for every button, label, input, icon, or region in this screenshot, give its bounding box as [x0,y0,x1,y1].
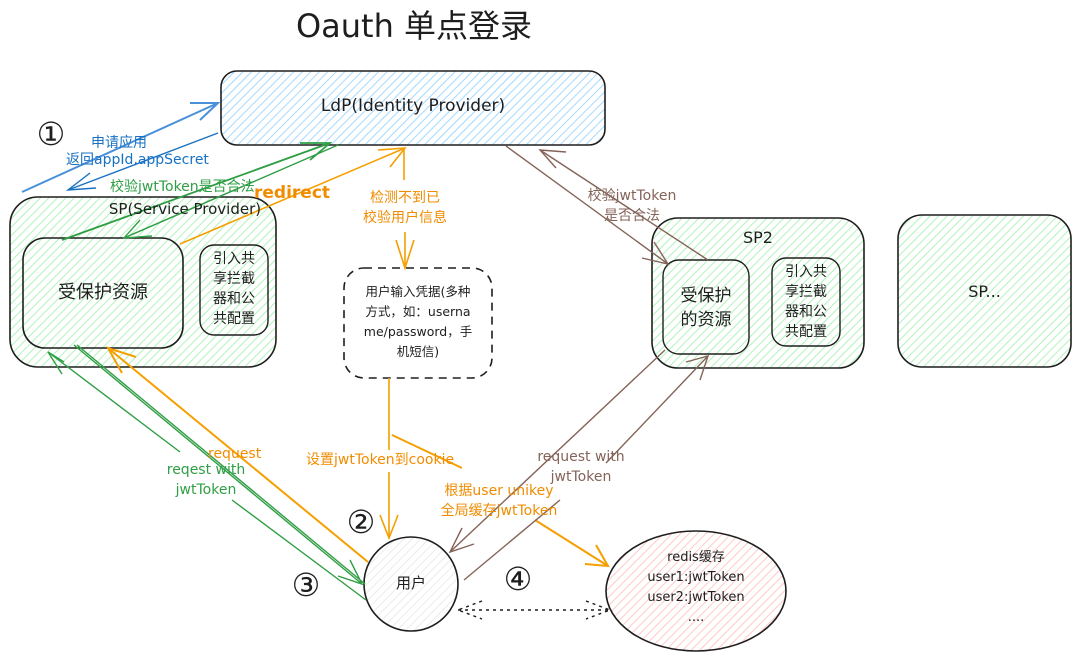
arrow-credentials-to-user [379,378,399,541]
credentials-line: me/password，手 [363,324,473,339]
page-title: Oauth 单点登录 [295,7,533,45]
step-1-badge: ① [36,115,66,153]
label-redirect: redirect [254,183,331,203]
arrow-verify-sp2 [505,145,709,266]
arrow-return-app [65,132,219,191]
label-set-cookie: 设置jwtToken到cookie [306,452,455,468]
sp2-resource-label: 受保护 的资源 [663,284,749,332]
credentials-line: 方式，如：userna [365,304,471,319]
sp-more-label: SP... [968,282,1001,301]
idp-box[interactable] [220,70,606,146]
label-not-verified-line: 校验用户信息 [363,210,447,226]
sp2-resource-box[interactable] [662,259,750,355]
sp1-interceptor-line: 器和公 [213,291,255,307]
sp-more-box[interactable] [897,214,1072,368]
step-2-badge: ② [346,503,376,541]
redis-line: user1:jwtToken [647,570,745,585]
label-cache-line: 全局缓存jwtToken [440,503,558,519]
label-apply: 申请应用 [91,135,147,151]
idp-label: LdP(Identity Provider) [320,96,506,116]
arrow-user-redis [456,600,612,620]
sp1-interceptor-label: 引入共 享拦截 器和公 共配置 [200,249,268,329]
sp1-interceptor-box[interactable] [199,244,269,336]
label-not-verified: 检测不到已 校验用户信息 [345,188,465,228]
label-not-verified-line: 检测不到已 [370,190,440,206]
arrow-redirect [179,147,407,245]
label-verify-sp2: 校验jwtToken 是否合法 [574,186,690,226]
sp1-resource-label: 受保护资源 [58,282,148,303]
label-cache: 根据user unikey 全局缓存jwtToken [428,481,570,521]
arrow-request-with-token-sp1 [47,344,367,601]
step-4-badge: ④ [503,560,533,598]
arrow-request-with-token-sp2 [448,349,710,581]
sp2-resource-line: 受保护 [680,286,732,306]
label-request-sp1-line: reqest with [166,462,246,478]
sp1-interceptor-line: 引入共 [213,251,255,267]
sp2-interceptor-line: 引入共 [785,264,827,280]
sp2-interceptor-box[interactable] [771,257,841,347]
sp2-interceptor-label: 引入共 享拦截 器和公 共配置 [772,262,840,342]
credentials-box[interactable] [343,267,493,379]
label-request-sp1-line: jwtToken [175,482,237,498]
label-request-sp2-line: request with [537,449,625,465]
arrow-verify-sp1-down [122,144,339,239]
arrow-to-credentials [395,150,415,271]
sp2-label: SP2 [743,228,773,247]
label-cache-line: 根据user unikey [444,483,554,499]
sp1-interceptor-line: 享拦截 [213,271,255,287]
sp2-interceptor-line: 器和公 [785,304,827,320]
arrow-cache [391,434,610,568]
label-request-with-token-sp2: request with jwtToken [526,447,636,487]
credentials-line: 用户输入凭据(多种 [365,284,471,299]
label-request: request [208,446,262,462]
arrow-apply [21,102,221,193]
redis-label: redis缓存 user1:jwtToken user2:jwtToken ..… [606,548,786,628]
label-request-with-token-sp1: reqest with jwtToken [158,460,254,500]
label-request-sp2-line: jwtToken [550,469,612,485]
sp2-interceptor-line: 共配置 [785,324,827,340]
redis-node[interactable] [605,530,787,652]
credentials-label: 用户输入凭据(多种 方式，如：userna me/password，手 机短信) [344,282,492,362]
redis-line: user2:jwtToken [647,590,745,605]
redis-line: redis缓存 [667,550,725,565]
sp1-interceptor-line: 共配置 [213,311,255,327]
sp2-resource-line: 的资源 [680,310,732,330]
user-label: 用户 [395,574,426,592]
credentials-line: 机短信) [396,344,440,359]
step-3-badge: ③ [291,566,321,604]
redis-line: .... [687,610,705,625]
label-verify-sp2-line: 校验jwtToken [587,188,677,204]
sp1-label: SP(Service Provider) [108,200,262,218]
sp1-resource-box[interactable] [22,237,184,349]
label-verify-sp1: 校验jwtToken是否合法 [110,179,255,195]
sp2-interceptor-line: 享拦截 [785,284,827,300]
arrow-request [105,346,369,563]
label-verify-sp2-line: 是否合法 [604,208,660,224]
label-return-app: 返回appId,appSecret [66,152,209,168]
